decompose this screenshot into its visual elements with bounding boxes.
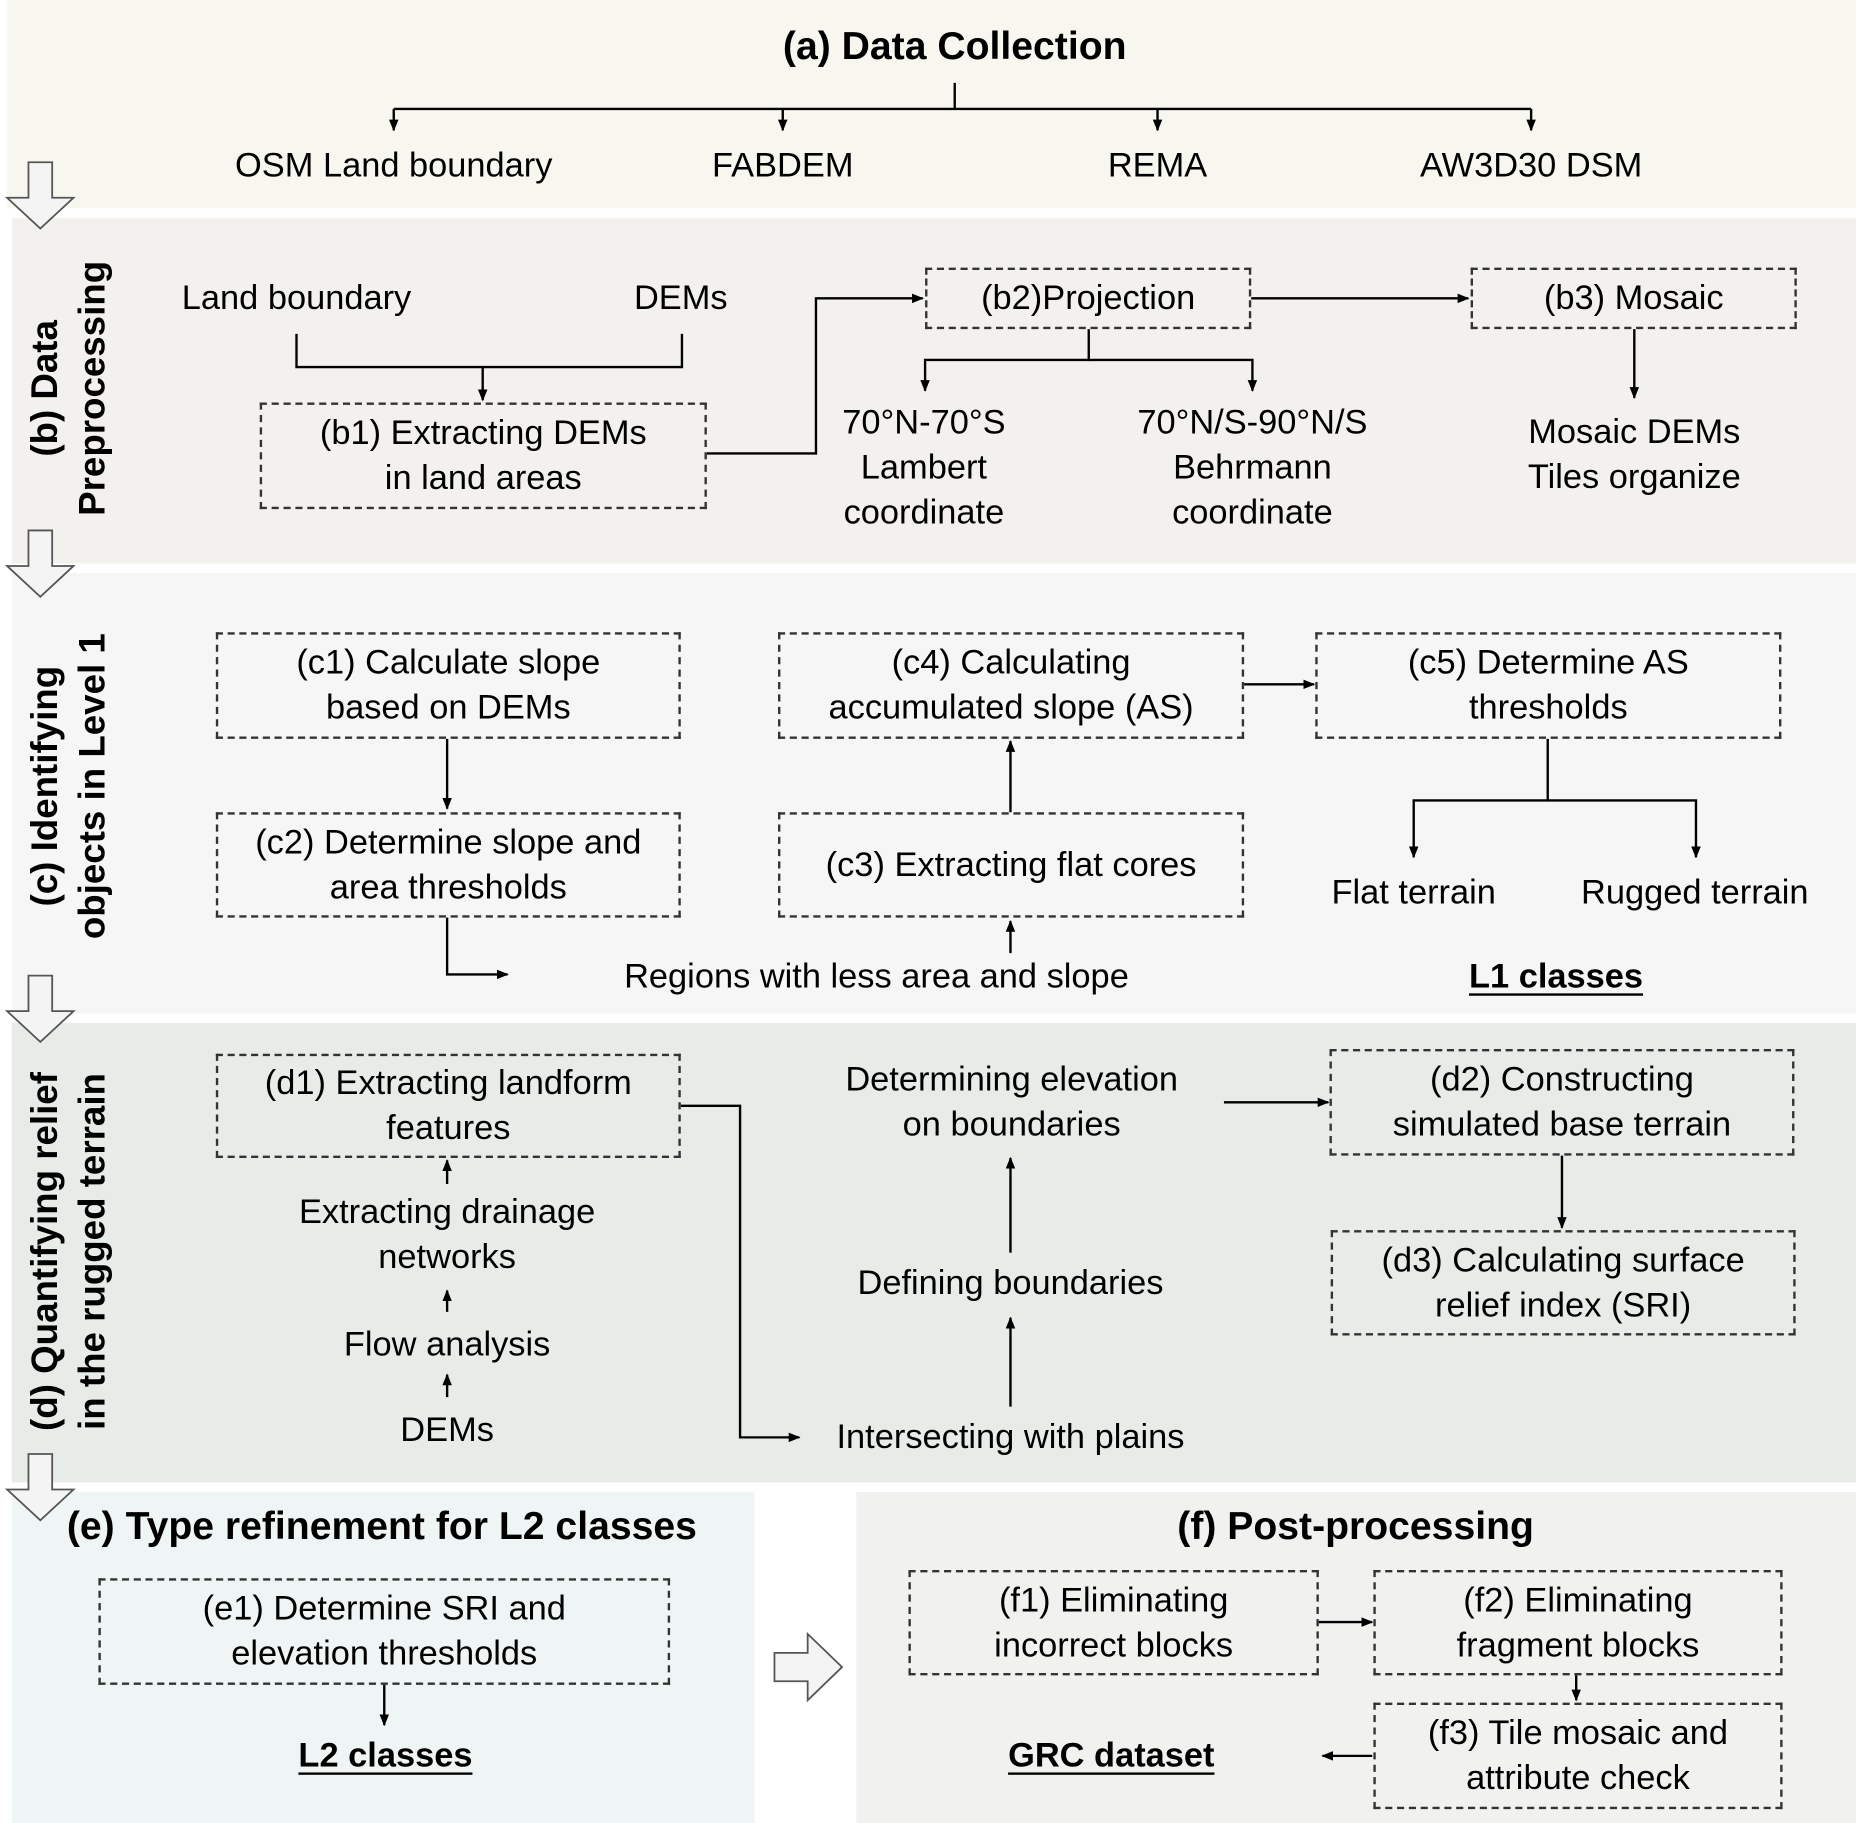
section-e: [11, 1491, 755, 1823]
l1-classes-label: L1 classes: [1469, 957, 1644, 996]
box-b3: (b3) Mosaic: [1470, 267, 1797, 330]
box-b2: (b2)Projection: [925, 267, 1252, 330]
source-rema: REMA: [1107, 146, 1208, 185]
section-d: [11, 1022, 1856, 1483]
flat-terrain-label: Flat terrain: [1331, 873, 1496, 912]
section-a-title: (a) Data Collection: [782, 23, 1127, 68]
right-arrow-icon: [773, 1631, 844, 1703]
intersecting-label: Intersecting with plains: [836, 1418, 1185, 1457]
land-boundary-label: Land boundary: [181, 279, 412, 318]
dems-input-label: DEMs: [400, 1411, 494, 1450]
l2-classes-label: L2 classes: [298, 1736, 473, 1775]
section-f-title: (f) Post-processing: [1177, 1503, 1534, 1548]
regions-label: Regions with less area and slope: [624, 957, 1129, 996]
section-a: [7, 0, 1856, 209]
source-osm: OSM Land boundary: [235, 146, 553, 185]
section-f: [856, 1491, 1856, 1823]
box-c3: (c3) Extracting flat cores: [778, 812, 1245, 918]
source-aw3d30: AW3D30 DSM: [1419, 146, 1643, 185]
section-e-title: (e) Type refinement for L2 classes: [66, 1503, 697, 1548]
rugged-terrain-label: Rugged terrain: [1581, 873, 1809, 912]
grc-dataset-label: GRC dataset: [1008, 1736, 1215, 1775]
defining-boundaries-label: Defining boundaries: [857, 1264, 1164, 1303]
dems-label: DEMs: [633, 279, 728, 318]
flow-analysis-label: Flow analysis: [343, 1326, 551, 1364]
source-fabdem: FABDEM: [712, 146, 854, 185]
